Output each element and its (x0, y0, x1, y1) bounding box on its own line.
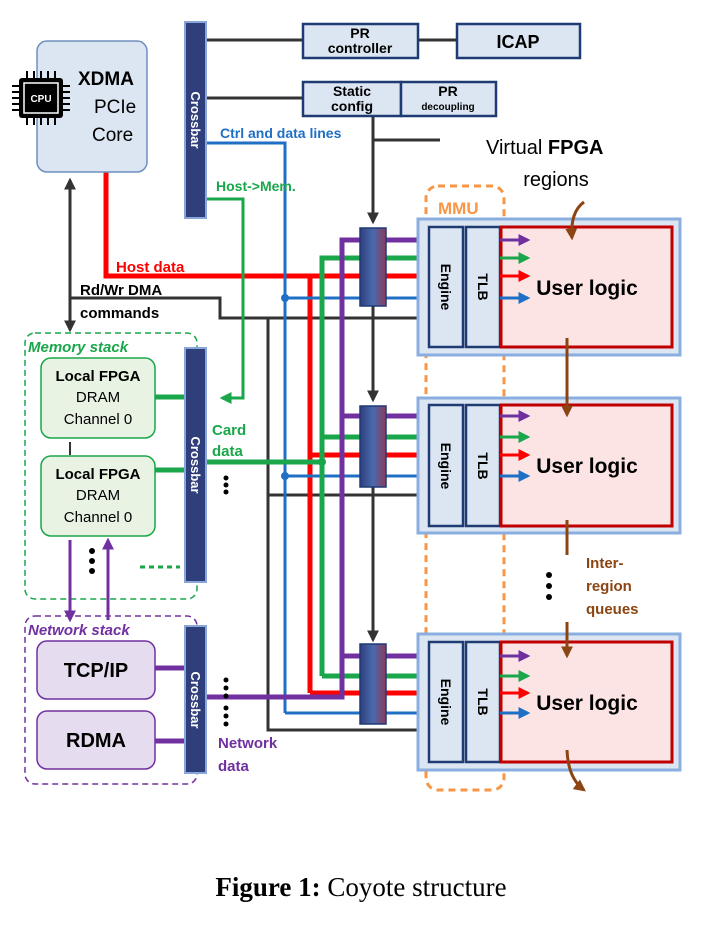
memory-crossbar (184, 347, 207, 583)
network-crossbar-label: Crossbar (188, 671, 203, 728)
card-data-wires (155, 255, 429, 679)
engine-label-2: Engine (438, 443, 454, 490)
tlb-label-1: TLB (475, 273, 491, 300)
host-crossbar (184, 21, 207, 219)
card-data-label-l2: data (212, 443, 244, 460)
host-mem-label: Host->Mem. (216, 178, 296, 194)
network-stack-arrows (64, 537, 114, 623)
pr-decoupling-l2: decoupling (421, 102, 474, 113)
region-mux-1 (359, 227, 387, 307)
region-mux-3 (359, 643, 387, 725)
pr-controller-l1: PR (350, 25, 369, 41)
xdma-line3: Core (92, 125, 133, 146)
regions-label: regions (523, 169, 589, 191)
cpu-icon (12, 71, 70, 125)
static-config-l2: config (331, 98, 373, 114)
dram-channel-1-l3: Channel 0 (64, 411, 132, 428)
ellipsis-dots (89, 475, 552, 727)
figure-caption: Figure 1: Coyote structure (0, 872, 722, 903)
user-logic-label-2: User logic (536, 455, 638, 478)
figure-caption-label: Figure 1: (215, 872, 321, 902)
dram-channel-2-l3: Channel 0 (64, 509, 132, 526)
tlb-label-2: TLB (475, 452, 491, 479)
dram-channel-2-l1: Local FPGA (55, 466, 140, 483)
host-crossbar-label: Crossbar (188, 91, 203, 148)
ctrl-lines-label: Ctrl and data lines (220, 125, 342, 141)
memory-crossbar-label: Crossbar (188, 436, 203, 493)
rdma-box (36, 710, 156, 770)
xdma-title: XDMA (78, 69, 134, 90)
pr-decoupling-box (399, 80, 498, 118)
engine-label-3: Engine (438, 679, 454, 726)
inter-region-label-l3: queues (586, 601, 639, 618)
figure-caption-text: Coyote structure (320, 872, 507, 902)
icap-label: ICAP (496, 32, 539, 52)
region-mux-2 (359, 405, 387, 488)
virtual-fpga-label: Virtual FPGA (486, 137, 603, 159)
dram-channel-1-l1: Local FPGA (55, 368, 140, 385)
engine-label-1: Engine (438, 264, 454, 311)
user-logic-input-arrows (500, 234, 531, 719)
pr-controller-l2: controller (328, 40, 393, 56)
host-mem-wires (206, 197, 245, 404)
network-crossbar (184, 625, 207, 774)
dram-channel-2-l2: DRAM (76, 487, 120, 504)
memory-stack-title: Memory stack (28, 339, 129, 356)
network-data-label-l1: Network (218, 735, 278, 752)
rdma-label: RDMA (66, 730, 126, 752)
pr-decoupling-l1: PR (438, 83, 457, 99)
vfpga-region-1 (416, 217, 682, 357)
tcp-ip-label: TCP/IP (64, 660, 128, 682)
vfpga-region-3 (416, 632, 682, 772)
rdwr-dma-label-l1: Rd/Wr DMA (80, 282, 162, 299)
tlb-label-3: TLB (475, 688, 491, 715)
coyote-diagram: MMU Memory stack Network stack (12, 21, 682, 792)
mmu-label: MMU (438, 199, 479, 218)
ctrl-junction-dots (281, 294, 289, 480)
tcp-ip-box (36, 640, 156, 700)
region-multiplexers (359, 227, 387, 725)
host-data-label: Host data (116, 259, 185, 276)
vfpga-region-2 (416, 396, 682, 535)
inter-region-label-l1: Inter- (586, 555, 624, 572)
pr-controller-box (301, 22, 420, 60)
static-config-l1: Static (333, 83, 371, 99)
ctrl-data-wires (206, 141, 429, 715)
network-stack-title: Network stack (28, 622, 130, 639)
rdwr-dma-label-l2: commands (80, 305, 159, 322)
dram-channel-1-l2: DRAM (76, 389, 120, 406)
cpu-label: CPU (30, 94, 51, 105)
inter-region-label-l2: region (586, 578, 632, 595)
icap-box (455, 22, 582, 60)
dram-channel-box-1 (40, 357, 156, 439)
inter-region-queue-arrows (561, 200, 586, 792)
xdma-line2: PCIe (94, 97, 136, 118)
card-data-label-l1: Card (212, 422, 246, 439)
network-data-label-l2: data (218, 758, 250, 775)
dram-channel-box-2 (40, 455, 156, 537)
user-logic-label-3: User logic (536, 692, 638, 715)
user-logic-label-1: User logic (536, 277, 638, 300)
green-junction-dot (318, 458, 326, 466)
control-wires (64, 38, 457, 732)
